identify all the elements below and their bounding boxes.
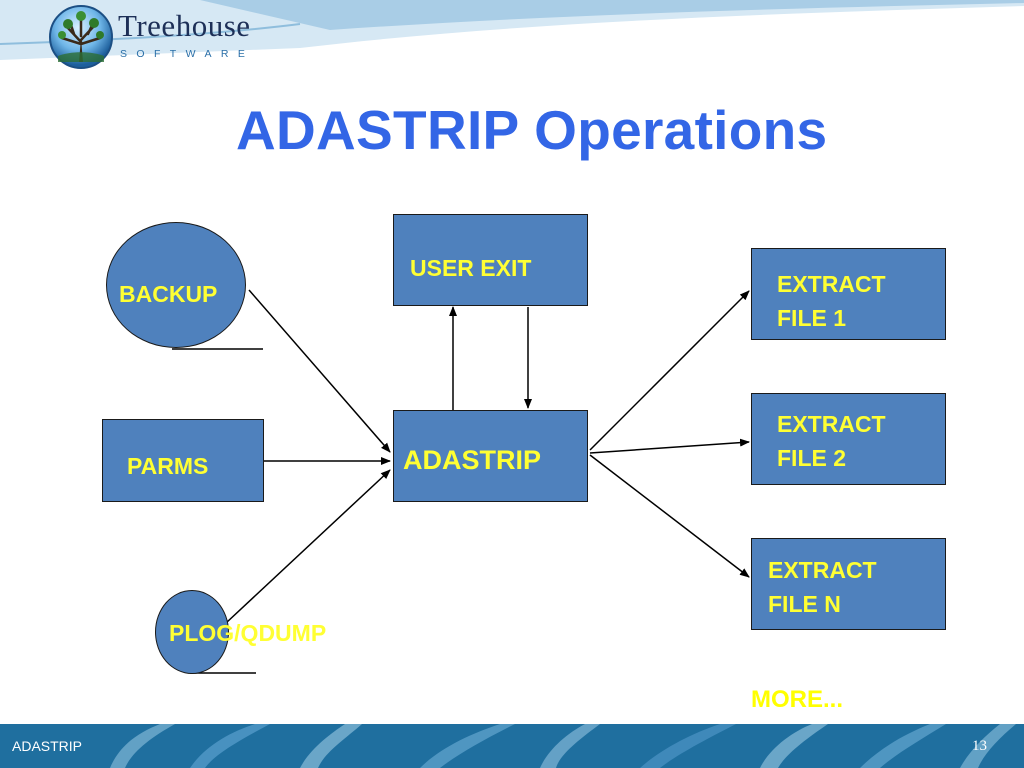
user-exit-label: USER EXIT xyxy=(410,255,532,281)
extract-file-n-node xyxy=(751,538,946,630)
backup-node xyxy=(106,222,246,348)
plog-qdump-label: PLOG/QDUMP xyxy=(169,620,327,646)
logo-wordmark: Treehouse xyxy=(118,8,251,43)
page-number: 13 xyxy=(972,738,987,754)
arrow-adastrip-to-extract-1 xyxy=(589,290,750,451)
extract-file-2-node xyxy=(751,393,946,485)
arrow-adastrip-to-extract-n xyxy=(589,454,750,578)
treehouse-logo: Treehouse SOFTWARE xyxy=(48,4,288,74)
parms-label: PARMS xyxy=(127,453,209,479)
adastrip-label: ADASTRIP xyxy=(403,445,542,475)
extract-file-1-node xyxy=(751,248,946,340)
adastrip-node xyxy=(393,410,588,502)
header-decorative-band xyxy=(0,0,1024,60)
footer-decorative-pattern xyxy=(0,724,1024,768)
tree-icon xyxy=(49,5,113,69)
extract-file-n-label: EXTRACT FILE N xyxy=(768,557,877,617)
arrow-adastrip-to-extract-2 xyxy=(589,438,750,454)
arrow-plog-to-adastrip xyxy=(225,469,391,624)
more-label: MORE... xyxy=(751,686,844,713)
logo-subtitle: SOFTWARE xyxy=(120,48,255,60)
user-exit-node xyxy=(393,214,588,306)
slide-title: ADASTRIP Operations xyxy=(236,99,828,161)
extract-file-2-label: EXTRACT FILE 2 xyxy=(777,411,886,471)
footer-title: ADASTRIP xyxy=(12,738,83,754)
extract-file-1-label: EXTRACT FILE 1 xyxy=(777,271,886,331)
parms-node xyxy=(102,419,264,502)
arrow-backup-to-adastrip xyxy=(248,289,391,453)
backup-label: BACKUP xyxy=(119,281,218,307)
footer-band: ADASTRIP 13 xyxy=(0,724,1024,768)
plog-qdump-node xyxy=(155,590,229,674)
